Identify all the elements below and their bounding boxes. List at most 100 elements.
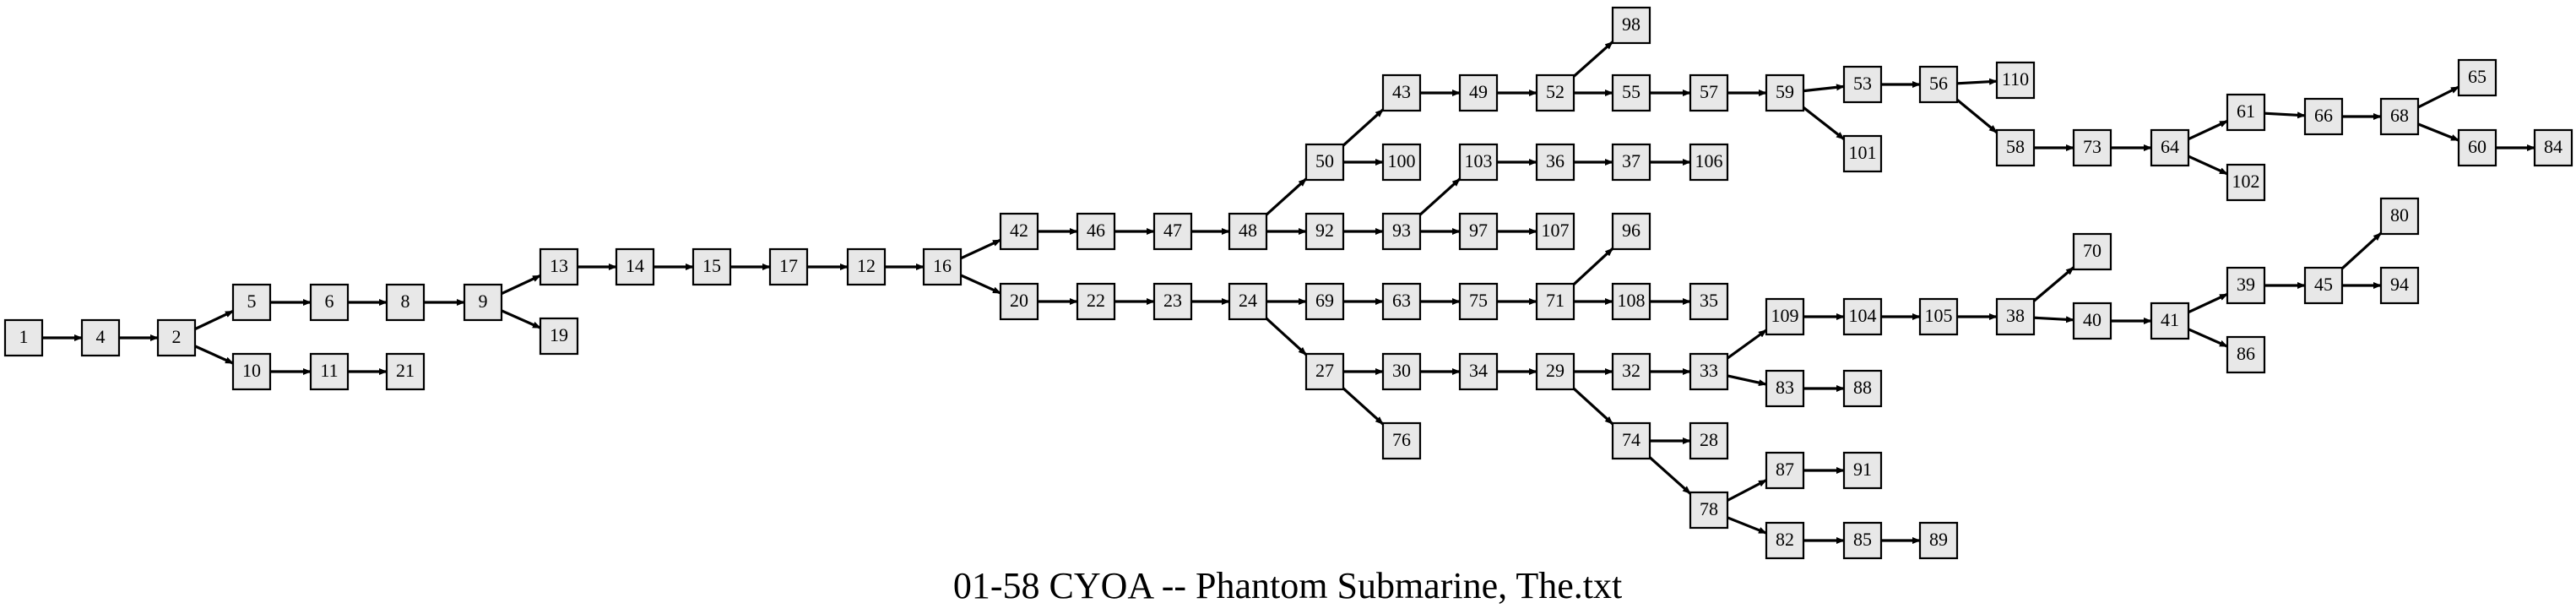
edge-59-to-53: [1803, 84, 1845, 93]
node-box: [846, 247, 887, 286]
node-box: [1995, 128, 2036, 167]
edge-61-to-66: [2264, 111, 2306, 119]
node-label: 6: [325, 291, 334, 312]
node-label: 47: [1163, 220, 1182, 241]
node-46: 46: [1076, 212, 1116, 251]
edge-52-to-98: [1572, 41, 1614, 78]
node-label: 38: [2006, 305, 2025, 326]
node-106: 106: [1689, 143, 1729, 182]
node-box: [1689, 491, 1729, 530]
edge-16-to-42: [960, 238, 1001, 260]
node-48: 48: [1228, 212, 1268, 251]
node-box: [1611, 212, 1651, 251]
node-box: [1076, 282, 1116, 321]
edge-33-to-83: [1727, 374, 1767, 387]
node-73: 73: [2072, 128, 2112, 167]
node-100: 100: [1381, 143, 1422, 182]
node-84: 84: [2533, 128, 2573, 167]
node-label: 87: [1776, 459, 1794, 480]
node-label: 101: [1849, 142, 1877, 163]
node-box: [1381, 352, 1422, 391]
edge-38-to-70: [2032, 266, 2075, 302]
node-box: [2226, 93, 2266, 132]
node-4: 4: [80, 318, 121, 357]
node-box: [1765, 451, 1805, 490]
node-box: [80, 318, 121, 357]
node-28: 28: [1689, 421, 1729, 460]
node-box: [2457, 58, 2497, 97]
node-label: 1: [19, 326, 29, 347]
node-box: [922, 247, 963, 286]
node-102: 102: [2226, 163, 2266, 202]
node-box: [231, 352, 272, 391]
node-box: [1689, 282, 1729, 321]
node-43: 43: [1381, 73, 1422, 112]
node-box: [691, 247, 732, 286]
node-label: 41: [2161, 309, 2179, 330]
node-label: 58: [2006, 136, 2025, 157]
node-label: 20: [1010, 290, 1028, 311]
node-box: [309, 352, 350, 391]
node-37: 37: [1611, 143, 1651, 182]
node-box: [309, 283, 350, 322]
edge-71-to-96: [1572, 247, 1614, 285]
node-box: [156, 318, 197, 357]
node-box: [2072, 302, 2112, 340]
edge-27-to-76: [1342, 387, 1385, 426]
node-label: 55: [1622, 81, 1641, 102]
edge-41-to-39: [2188, 292, 2228, 314]
node-82: 82: [1765, 521, 1805, 560]
node-49: 49: [1458, 73, 1499, 112]
node-76: 76: [1381, 421, 1422, 460]
node-1: 1: [3, 318, 44, 357]
node-109: 109: [1765, 297, 1805, 336]
node-box: [615, 247, 655, 286]
node-label: 33: [1700, 360, 1718, 381]
edge-2-to-5: [194, 309, 234, 331]
node-label: 64: [2161, 136, 2179, 157]
edge-9-to-19: [501, 309, 541, 329]
node-12: 12: [846, 247, 887, 286]
node-42: 42: [999, 212, 1039, 251]
node-label: 103: [1465, 150, 1493, 171]
node-box: [1689, 143, 1729, 182]
node-8: 8: [385, 283, 426, 322]
node-107: 107: [1535, 212, 1575, 251]
node-label: 75: [1469, 290, 1488, 311]
node-label: 29: [1546, 360, 1565, 381]
node-50: 50: [1304, 143, 1345, 182]
node-box: [2379, 197, 2420, 236]
node-23: 23: [1152, 282, 1193, 321]
node-59: 59: [1765, 73, 1805, 112]
node-5: 5: [231, 283, 272, 322]
node-32: 32: [1611, 352, 1651, 391]
node-98: 98: [1611, 6, 1651, 45]
node-box: [1689, 352, 1729, 391]
node-label: 32: [1622, 360, 1641, 381]
node-label: 48: [1239, 220, 1257, 241]
node-label: 107: [1542, 220, 1570, 241]
node-label: 56: [1929, 73, 1948, 94]
node-box: [2150, 128, 2190, 167]
edge-78-to-87: [1727, 479, 1767, 502]
node-label: 94: [2390, 274, 2409, 295]
node-box: [1765, 73, 1805, 112]
node-label: 60: [2468, 136, 2487, 157]
edge-33-to-109: [1727, 329, 1767, 360]
node-box: [2303, 266, 2344, 305]
node-label: 13: [550, 255, 568, 276]
node-label: 57: [1700, 81, 1718, 102]
node-63: 63: [1381, 282, 1422, 321]
node-29: 29: [1535, 352, 1575, 391]
edge-16-to-20: [960, 274, 1001, 295]
graph-caption: 01-58 CYOA -- Phantom Submarine, The.txt: [953, 565, 1622, 606]
edge-24-to-27: [1265, 317, 1308, 356]
node-box: [1611, 352, 1651, 391]
node-label: 108: [1618, 290, 1646, 311]
node-box: [768, 247, 809, 286]
node-box: [1381, 143, 1422, 182]
node-box: [1611, 143, 1651, 182]
node-58: 58: [1995, 128, 2036, 167]
node-55: 55: [1611, 73, 1651, 112]
node-label: 84: [2544, 136, 2562, 157]
